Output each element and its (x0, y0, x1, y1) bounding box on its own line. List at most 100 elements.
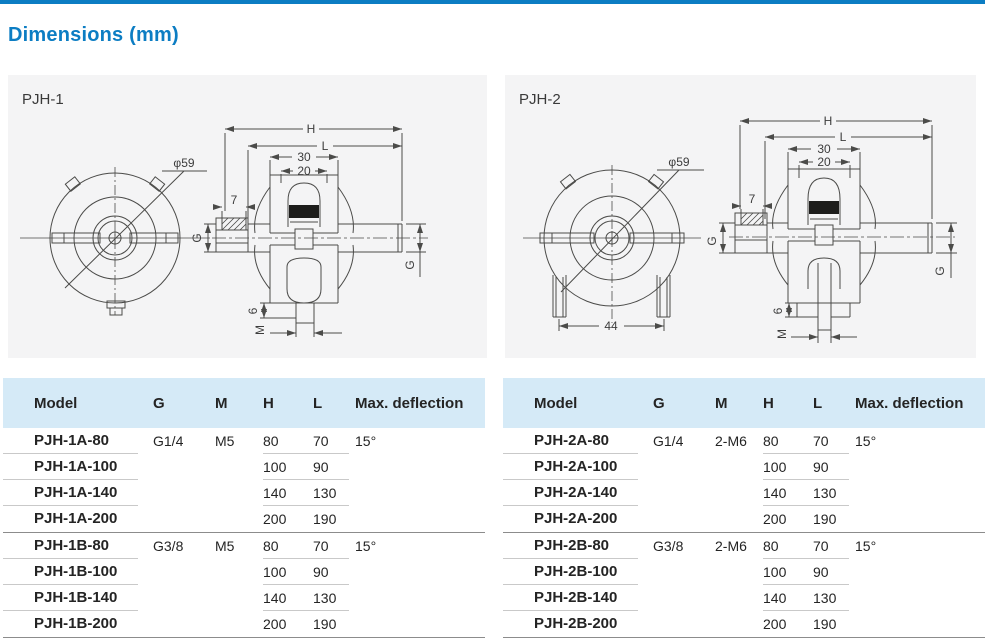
dim-label-g-left: G (190, 233, 204, 242)
cell-h: 200 (763, 616, 787, 632)
cell-l: 130 (813, 480, 855, 506)
cell-max-deflection (355, 611, 485, 637)
column-header-model: Model (34, 394, 78, 412)
dim-label-30: 30 (817, 142, 831, 156)
table-row: PJH-1B-80 G3/8 M5 80 70 15° (3, 533, 485, 559)
fitting-nut (734, 212, 768, 254)
table-row: PJH-1A-140 140 130 (3, 480, 485, 506)
cell-g (653, 454, 715, 480)
cell-g (153, 454, 215, 480)
dim-label-diameter: φ59 (173, 156, 194, 170)
diagram-label-pjh-1: PJH-1 (22, 91, 64, 108)
column-header-h: H (763, 394, 774, 412)
right-clamp-arm (129, 232, 179, 244)
cell-l: 70 (813, 533, 855, 559)
table-row: PJH-1B-200 200 190 (3, 611, 485, 637)
cell-l: 190 (313, 511, 337, 527)
cell-max-deflection (355, 480, 485, 506)
cell-g: G1/4 (653, 433, 684, 449)
dim-label-diameter: φ59 (668, 155, 689, 169)
table-row: PJH-1B-100 100 90 (3, 559, 485, 585)
lower-pocket (286, 257, 322, 304)
dim-label-g-right: G (403, 260, 417, 269)
inner-profile-circle (569, 195, 655, 281)
cell-l: 70 (813, 428, 855, 454)
cell-max-deflection: 15° (355, 538, 377, 554)
right-leg (656, 275, 671, 318)
cell-model: PJH-1A-200 (34, 510, 118, 527)
spec-table-pjh-2: Model G M H L Max. deflection PJH-2A-80 … (503, 378, 985, 638)
dim-label-6: 6 (246, 307, 260, 314)
cell-m (215, 506, 263, 532)
base-plate (796, 303, 851, 318)
cell-h: 140 (263, 585, 313, 611)
cell-l: 70 (313, 533, 355, 559)
table-header-row: Model G M H L Max. deflection (3, 378, 485, 428)
table-row: PJH-2A-200 200 190 (503, 506, 985, 532)
table-header-row: Model G M H L Max. deflection (503, 378, 985, 428)
cell-model: PJH-2A-140 (503, 480, 653, 506)
cell-model: PJH-1B-200 (34, 615, 118, 632)
cell-h: 200 (263, 616, 287, 632)
table-row: PJH-2A-140 140 130 (503, 480, 985, 506)
cell-max-deflection (855, 454, 985, 480)
hub-inner-circle (97, 220, 133, 256)
column-header-l: L (813, 394, 823, 412)
table-group-2b: PJH-2B-80 G3/8 2-M6 80 70 15° PJH-2B-100… (503, 532, 985, 637)
cell-model: PJH-2B-200 (534, 615, 618, 632)
cell-l: 90 (313, 559, 355, 585)
cell-max-deflection (855, 506, 985, 532)
dim-label-m: M (253, 325, 267, 335)
cell-h: 80 (763, 533, 813, 559)
cell-h: 80 (263, 533, 313, 559)
left-clamp-arm (539, 232, 595, 244)
dim-label-20: 20 (297, 164, 311, 178)
cell-h: 200 (263, 511, 287, 527)
cell-g (153, 559, 215, 585)
cap-black-band (809, 201, 839, 214)
cell-model: PJH-2A-80 (503, 428, 653, 454)
table-row: PJH-2B-200 200 190 (503, 611, 985, 637)
hub-circle (92, 215, 138, 261)
top-right-tab (647, 173, 665, 190)
bottom-stem (295, 303, 315, 324)
cell-max-deflection: 15° (855, 433, 877, 449)
cell-h: 140 (763, 480, 813, 506)
cell-m (715, 506, 763, 532)
cell-l: 90 (813, 559, 855, 585)
outer-body-circle (49, 172, 181, 304)
cell-m (215, 480, 263, 506)
cell-max-deflection (855, 611, 985, 637)
column-header-g: G (653, 394, 665, 412)
cell-m (215, 585, 263, 611)
cell-model: PJH-1A-80 (3, 428, 153, 454)
cell-m: M5 (215, 538, 235, 554)
cell-max-deflection (355, 506, 485, 532)
cell-model: PJH-1A-140 (3, 480, 153, 506)
cell-m: 2-M6 (715, 538, 747, 554)
cell-model: PJH-2B-100 (503, 559, 653, 585)
table-group-2a: PJH-2A-80 G1/4 2-M6 80 70 15° PJH-2A-100… (503, 428, 985, 532)
thread-hatch (740, 212, 764, 226)
dim-label-l: L (840, 130, 847, 144)
cell-max-deflection (855, 480, 985, 506)
cell-max-deflection (355, 585, 485, 611)
dim-label-6: 6 (771, 307, 785, 314)
dim-label-20: 20 (817, 155, 831, 169)
cell-model: PJH-1B-140 (3, 585, 153, 611)
dim-label-l: L (322, 139, 329, 153)
cell-model: PJH-1A-100 (3, 454, 153, 480)
cell-g (153, 611, 215, 637)
cell-m (715, 611, 763, 637)
cell-h: 140 (763, 585, 813, 611)
dim-label-m: M (775, 329, 789, 339)
pjh-2-panel: φ59 44 H L 30 20 7 G G 6 M PJH-2 (505, 75, 976, 358)
column-header-max-deflection: Max. deflection (355, 394, 464, 412)
cell-model: PJH-2A-100 (503, 454, 653, 480)
cell-l: 90 (313, 454, 355, 480)
fitting-nut (215, 217, 249, 253)
cell-l: 190 (313, 616, 337, 632)
cell-model: PJH-2A-200 (534, 510, 618, 527)
dim-label-h: H (824, 114, 833, 128)
hub-inner-circle (594, 220, 630, 256)
